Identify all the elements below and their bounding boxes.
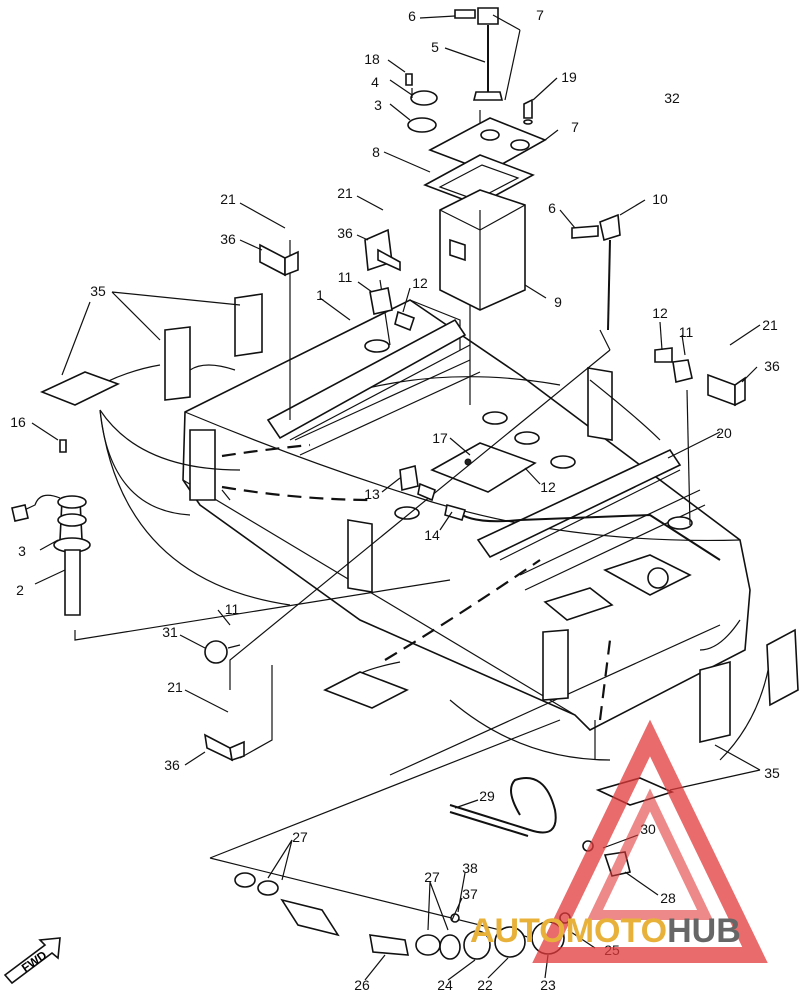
rubber-pads: [39, 293, 799, 806]
callout-24: 24: [437, 977, 453, 992]
callout-36: 36: [164, 757, 180, 773]
callout-27: 27: [292, 829, 308, 845]
callout-31: 31: [162, 624, 178, 640]
callout-17: 17: [432, 430, 448, 446]
callout-6: 6: [548, 200, 556, 216]
callout-12: 12: [412, 275, 428, 291]
callout-35: 35: [764, 765, 780, 781]
svg-text:AUTOMOTOHUB: AUTOMOTOHUB: [470, 912, 741, 950]
fwd-arrow: FWD: [3, 937, 61, 985]
callout-35: 35: [90, 283, 106, 299]
callout-36: 36: [220, 231, 236, 247]
callout-7: 7: [571, 119, 579, 135]
callout-9: 9: [554, 294, 562, 310]
callout-28: 28: [660, 890, 676, 906]
callout-20: 20: [716, 425, 732, 441]
callout-5: 5: [431, 39, 439, 55]
watermark-hub: HUB: [667, 912, 741, 950]
filter-assembly: [234, 840, 631, 960]
callout-29: 29: [479, 788, 495, 804]
callout-11: 11: [338, 269, 353, 285]
callout-36: 36: [764, 358, 780, 374]
callout-1: 1: [316, 287, 324, 303]
callout-13: 13: [364, 486, 380, 502]
callout-19: 19: [561, 69, 577, 85]
callout-27: 27: [424, 869, 440, 885]
callout-30: 30: [640, 821, 656, 837]
fuel-tank-body: [182, 299, 751, 760]
callout-36: 36: [337, 225, 353, 241]
label-leaders: [31, 14, 761, 981]
callout-38: 38: [462, 860, 478, 876]
fittings: [369, 287, 467, 521]
callout-labels: 1233456677891011111112121213141617181920…: [10, 7, 780, 992]
callout-12: 12: [652, 305, 668, 321]
return-pipe: [571, 213, 693, 383]
callout-11: 11: [679, 324, 694, 340]
callout-18: 18: [364, 51, 380, 67]
callout-23: 23: [540, 977, 556, 992]
callout-21: 21: [167, 679, 183, 695]
callout-4: 4: [371, 74, 379, 90]
watermark-auto: AUTO: [470, 912, 566, 950]
callout-37: 37: [462, 886, 478, 902]
clip: [204, 640, 241, 664]
callout-32: 32: [664, 90, 680, 106]
fuel-line: [449, 777, 557, 837]
callout-6: 6: [408, 8, 416, 24]
watermark: AUTOMOTOHUB: [470, 719, 768, 963]
callout-16: 16: [10, 414, 26, 430]
callout-8: 8: [372, 144, 380, 160]
callout-14: 14: [424, 527, 440, 543]
callout-10: 10: [652, 191, 668, 207]
watermark-triangle: [532, 719, 768, 963]
watermark-moto: MOTO: [566, 912, 667, 950]
callout-21: 21: [762, 317, 778, 333]
sender-assembly: [405, 7, 547, 311]
leader-lines: [74, 110, 721, 941]
callout-21: 21: [220, 191, 236, 207]
callout-2: 2: [16, 582, 24, 598]
callout-26: 26: [354, 977, 370, 992]
callout-3: 3: [374, 97, 382, 113]
callout-11: 11: [225, 601, 240, 617]
callout-21: 21: [337, 185, 353, 201]
callout-12: 12: [540, 479, 556, 495]
callout-3: 3: [18, 543, 26, 559]
dashed-guides: [221, 443, 612, 721]
callout-22: 22: [477, 977, 493, 992]
fuel-gauge-unit: [11, 439, 91, 616]
callout-7: 7: [536, 7, 544, 23]
brackets: [203, 228, 746, 762]
